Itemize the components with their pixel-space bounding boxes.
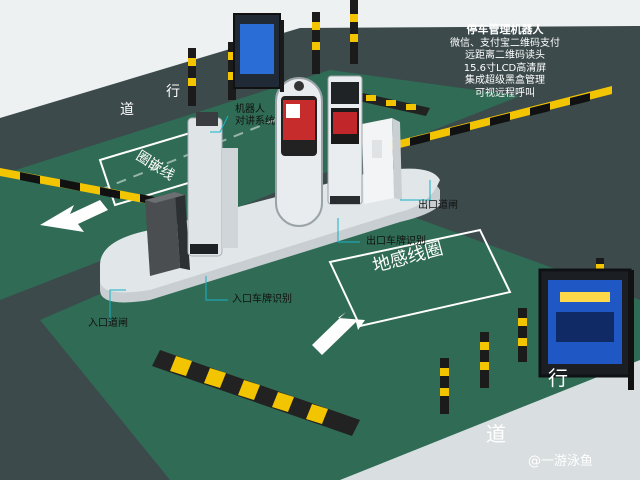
entry-direction-arrow (312, 312, 365, 355)
callout-entry-gate: 入口道闸 (88, 318, 128, 329)
spec-line: 可视远程呼叫 (475, 87, 535, 99)
speed-bump-back (354, 92, 430, 116)
exit-payment-terminal (327, 75, 363, 205)
callout-lines (109, 115, 431, 322)
road-text-lane-3: 行 (166, 84, 180, 100)
sidewalk-right (340, 360, 640, 480)
bollards (188, 0, 604, 414)
spec-line: 远距离二维码读头 (465, 50, 545, 61)
robot-spec-block: 停车管理机器人 微信、支付宝二维码支付 远距离二维码读头 15.6寸LCD高清屏… (430, 23, 580, 100)
loop-detector-box (328, 228, 512, 328)
callout-robot-intercom-line1: 机器人 (235, 104, 265, 115)
callout-exit-gate: 出口道闸 (418, 200, 458, 211)
road-text-lane-4: 道 (120, 102, 134, 118)
speed-bump-front (152, 350, 360, 436)
spec-line: 微信、支付宝二维码支付 (450, 37, 560, 49)
watermark: @一游泳鱼 (528, 454, 594, 469)
entry-gate-cabinet (145, 192, 190, 276)
exit-gate-cabinet (362, 118, 402, 204)
spec-line: 15.6寸LCD高清屏 (463, 62, 547, 74)
road-text-lane-1: 行 (548, 366, 568, 390)
exit-direction-arrow (40, 200, 108, 232)
callout-robot-intercom: 机器人 对讲系统 (235, 104, 275, 128)
exit-barrier-arm (392, 86, 612, 150)
callout-robot-intercom-line2: 对讲系统 (235, 116, 275, 127)
callout-entry-plate-recognition: 入口车牌识别 (232, 294, 292, 305)
entry-camera-post (187, 112, 238, 257)
spec-line: 集成超级黑盒管理 (465, 75, 545, 86)
back-led-display (233, 13, 284, 92)
road-text-lane-2: 道 (486, 422, 506, 446)
front-led-display (538, 268, 634, 390)
parking-robot-kiosk (275, 77, 323, 227)
spec-title: 停车管理机器人 (466, 23, 544, 36)
callout-exit-plate-recognition: 出口车牌识别 (366, 236, 426, 247)
